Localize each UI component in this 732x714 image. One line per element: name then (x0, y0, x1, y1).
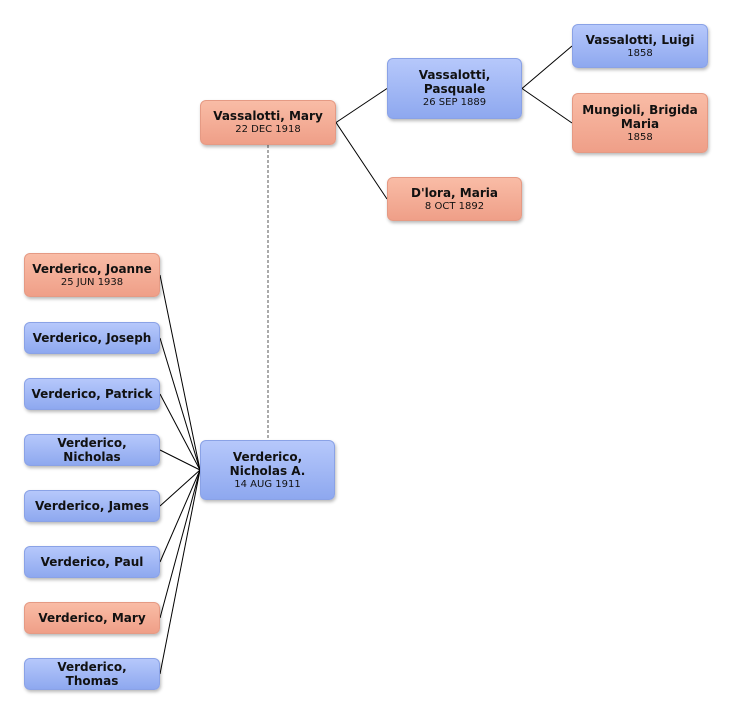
person-name: Verderico, James (35, 499, 149, 513)
person-date: 26 SEP 1889 (422, 97, 487, 108)
person-node-joseph[interactable]: Verderico, Joseph (24, 322, 160, 354)
person-node-nicholas[interactable]: Verderico, Nicholas (24, 434, 160, 466)
person-date: 25 JUN 1938 (60, 276, 124, 288)
child-line-mary-v (159, 469, 201, 619)
parent-line-luigi (521, 45, 573, 89)
child-line-joseph (159, 337, 201, 471)
person-name: Verderico, Nicholas (57, 436, 127, 464)
person-name: Vassalotti, Pasquale (418, 68, 491, 96)
person-name: Verderico, Paul (40, 555, 144, 569)
child-line-nicholas (159, 449, 201, 471)
person-node-patrick[interactable]: Verderico, Patrick (24, 378, 160, 410)
person-date: 14 AUG 1911 (234, 478, 301, 490)
person-node-thomas[interactable]: Verderico, Thomas (24, 658, 160, 690)
person-date: 1858 (627, 47, 653, 59)
person-name: Vassalotti, Mary (213, 109, 323, 123)
person-name: Verderico, Joseph (32, 331, 152, 345)
person-date: 22 DEC 1918 (235, 124, 301, 135)
person-date: 8 OCT 1892 (424, 200, 485, 212)
child-line-joanne (159, 274, 201, 471)
child-line-paul (159, 469, 201, 563)
person-date: 1858 (627, 131, 653, 143)
parent-line-pasquale (335, 88, 388, 123)
child-line-thomas (159, 469, 201, 675)
person-node-james[interactable]: Verderico, James (24, 490, 160, 522)
person-name: Verderico, Mary (38, 611, 146, 625)
parent-line-maria (335, 122, 388, 200)
child-line-james (159, 469, 201, 507)
person-node-mary-v[interactable]: Verderico, Mary (24, 602, 160, 634)
person-name: D'lora, Maria (411, 185, 498, 200)
child-line-patrick (159, 393, 201, 471)
person-name: Verderico, Patrick (31, 387, 153, 401)
person-node-nicholas-a[interactable]: Verderico, Nicholas A.14 AUG 1911 (200, 440, 335, 500)
person-name: Verderico, Joanne (32, 261, 152, 276)
person-name: Verderico, Nicholas A. (229, 449, 306, 478)
person-name: Vassalotti, Luigi (585, 32, 695, 47)
person-node-paul[interactable]: Verderico, Paul (24, 546, 160, 578)
parent-line-brigida (521, 88, 573, 124)
person-name: Mungioli, Brigida Maria (582, 102, 698, 131)
person-name: Verderico, Thomas (57, 660, 127, 688)
